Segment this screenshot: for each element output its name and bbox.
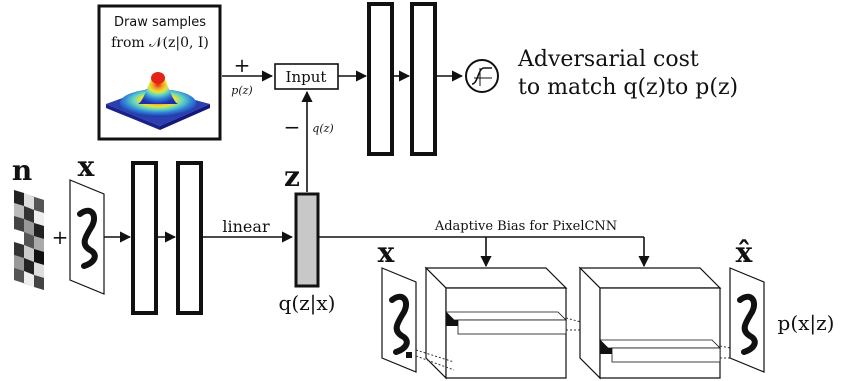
q-z-label: q(z) — [312, 122, 333, 135]
encoder-layer-2 — [176, 161, 203, 315]
gaussian-plot-image — [106, 72, 210, 130]
discriminator-input-box: Input — [274, 63, 339, 90]
minus-sign: − — [284, 115, 301, 139]
pixelcnn-x-label: x — [378, 236, 395, 269]
p-z-label: p(z) — [231, 84, 252, 97]
noise-image — [14, 190, 44, 290]
input-digit-image — [69, 179, 105, 295]
dotted-link-2 — [415, 355, 455, 371]
pixelcnn-block-1 — [424, 266, 568, 380]
input-x-label: x — [78, 150, 95, 183]
pixelcnn-input-digit — [381, 267, 417, 373]
discriminator-layer-1 — [367, 2, 394, 156]
prior-box-line1: Draw samples — [114, 15, 206, 30]
q-zx-label: q(z|x) — [279, 291, 336, 316]
plus-sign-prior: + — [234, 53, 251, 77]
pixelcnn-block-2 — [578, 266, 722, 380]
output-digit-image — [729, 267, 765, 373]
discriminator-layer-2 — [410, 2, 437, 156]
noise-n-label: n — [12, 154, 32, 187]
prior-sample-box: Draw samples from 𝒩(z|0, I) — [97, 4, 222, 141]
sigmoid-icon — [465, 59, 499, 93]
encoder-layer-1 — [131, 161, 158, 315]
p-xz-label: p(x|z) — [778, 311, 835, 336]
prior-box-line2: from 𝒩(z|0, I) — [111, 35, 209, 51]
latent-z-label: z — [284, 160, 300, 193]
noise-plus-sign: + — [52, 225, 69, 249]
output-xhat-label: x̂ — [736, 236, 753, 269]
adversarial-cost-line1: Adversarial cost — [517, 47, 699, 72]
adversarial-cost-line2: to match q(z)to p(z) — [518, 75, 738, 100]
dotted-link-1 — [415, 349, 455, 363]
latent-z-bar — [294, 192, 320, 288]
adaptive-bias-label: Adaptive Bias for PixelCNN — [434, 219, 617, 234]
input-label: Input — [286, 68, 327, 86]
linear-label: linear — [222, 217, 270, 236]
